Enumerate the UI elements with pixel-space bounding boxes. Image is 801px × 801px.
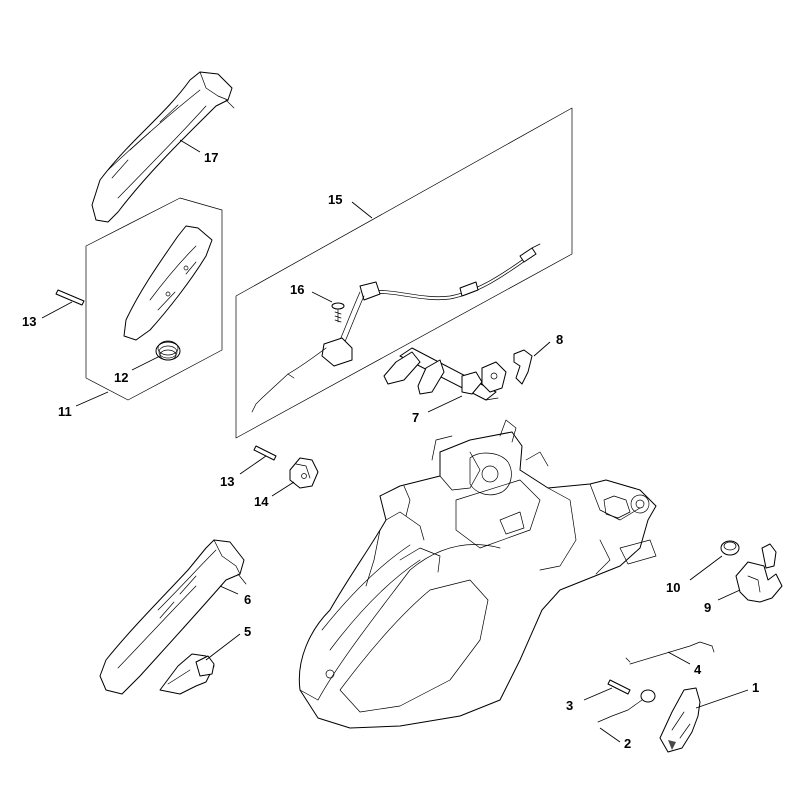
- callout-12: 12: [114, 370, 128, 385]
- part-15-throttle-cable: [251, 243, 541, 413]
- part-14-interlock-lever: [289, 457, 319, 489]
- callout-1: 1: [752, 680, 759, 695]
- leader-13-lower: [239, 455, 267, 475]
- leader-lines: [41, 139, 749, 743]
- main-handle-housing: [298, 419, 657, 729]
- group-box-15: [235, 107, 573, 439]
- callout-10: 10: [666, 580, 680, 595]
- part-13-pin-lower: [253, 445, 277, 461]
- callout-13-lower: 13: [220, 474, 234, 489]
- leader-11: [75, 391, 109, 407]
- leader-12: [131, 355, 161, 371]
- group-box-11: [85, 197, 223, 401]
- part-5-throttle-trigger: [159, 653, 215, 695]
- callout-17: 17: [204, 150, 218, 165]
- callout-16: 16: [290, 282, 304, 297]
- callout-9: 9: [704, 600, 711, 615]
- part-6-handle-molding: [99, 539, 247, 695]
- part-17-handle-cover: [91, 71, 235, 223]
- part-2-torsion-spring: [597, 689, 656, 723]
- leader-17: [179, 139, 201, 153]
- leader-10: [689, 555, 723, 581]
- part-1-trigger: [659, 687, 701, 753]
- callout-numbers: 17 15 16 13 12 11 8 7 13 14 6 5 10 9 4 3…: [22, 150, 759, 751]
- leader-7: [427, 395, 463, 413]
- part-16-screw: [331, 302, 345, 323]
- leader-2: [599, 727, 621, 743]
- callout-13-upper: 13: [22, 314, 36, 329]
- callout-7: 7: [412, 410, 419, 425]
- callout-6: 6: [244, 592, 251, 607]
- part-12-spring: [155, 340, 181, 361]
- part-7-trigger-shaft: [383, 347, 507, 401]
- callout-5: 5: [244, 624, 251, 639]
- callout-14: 14: [254, 494, 269, 509]
- leader-4: [667, 651, 691, 665]
- leader-15: [351, 201, 373, 219]
- callout-8: 8: [556, 332, 563, 347]
- leader-16: [311, 291, 333, 303]
- callout-2: 2: [624, 736, 631, 751]
- leader-9: [717, 589, 741, 601]
- leader-5: [205, 633, 241, 661]
- leader-6: [219, 585, 239, 595]
- part-11-handle-molding: [123, 225, 213, 341]
- callout-11: 11: [58, 404, 72, 419]
- leader-13-upper: [41, 301, 73, 319]
- leader-1: [695, 689, 749, 709]
- leader-3: [583, 687, 613, 701]
- callout-3: 3: [566, 698, 573, 713]
- part-8-lever-clip: [513, 349, 533, 385]
- part-13-pin-upper: [55, 289, 85, 306]
- leader-14: [271, 481, 295, 497]
- callout-4: 4: [694, 662, 702, 677]
- part-10-grommet: [720, 540, 740, 556]
- part-4-throttle-rod: [625, 641, 715, 665]
- part-3-pin: [607, 679, 631, 695]
- callout-15: 15: [328, 192, 342, 207]
- part-9-bracket: [735, 543, 783, 603]
- leader-8: [533, 341, 551, 357]
